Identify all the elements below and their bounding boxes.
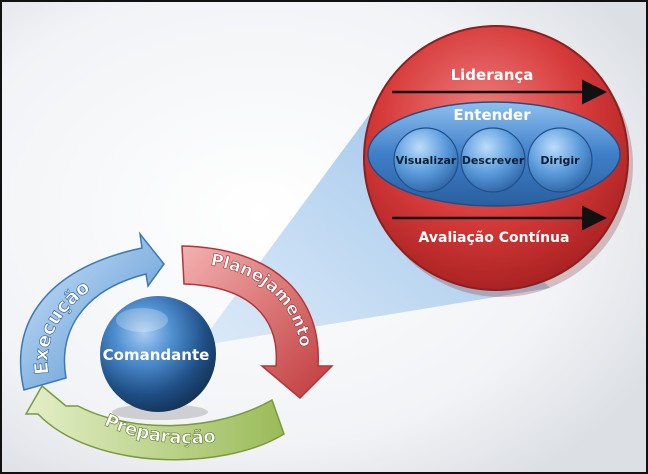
describe-label: Descrever xyxy=(462,154,525,167)
direct-node: Dirigir xyxy=(527,127,593,193)
assessment-label: Avaliação Contínua xyxy=(419,230,570,246)
commander-label: Comandante xyxy=(103,346,210,364)
understand-label: Entender xyxy=(453,106,531,124)
direct-label: Dirigir xyxy=(540,154,580,167)
describe-node: Descrever xyxy=(460,127,526,193)
visualize-node: Visualizar xyxy=(393,127,459,193)
visualize-label: Visualizar xyxy=(396,154,457,167)
leadership-label: Liderança xyxy=(451,66,534,84)
zoom-circle: Liderança Entender Visualizar Descrever … xyxy=(363,25,633,297)
commander-sphere: Comandante xyxy=(100,296,216,420)
